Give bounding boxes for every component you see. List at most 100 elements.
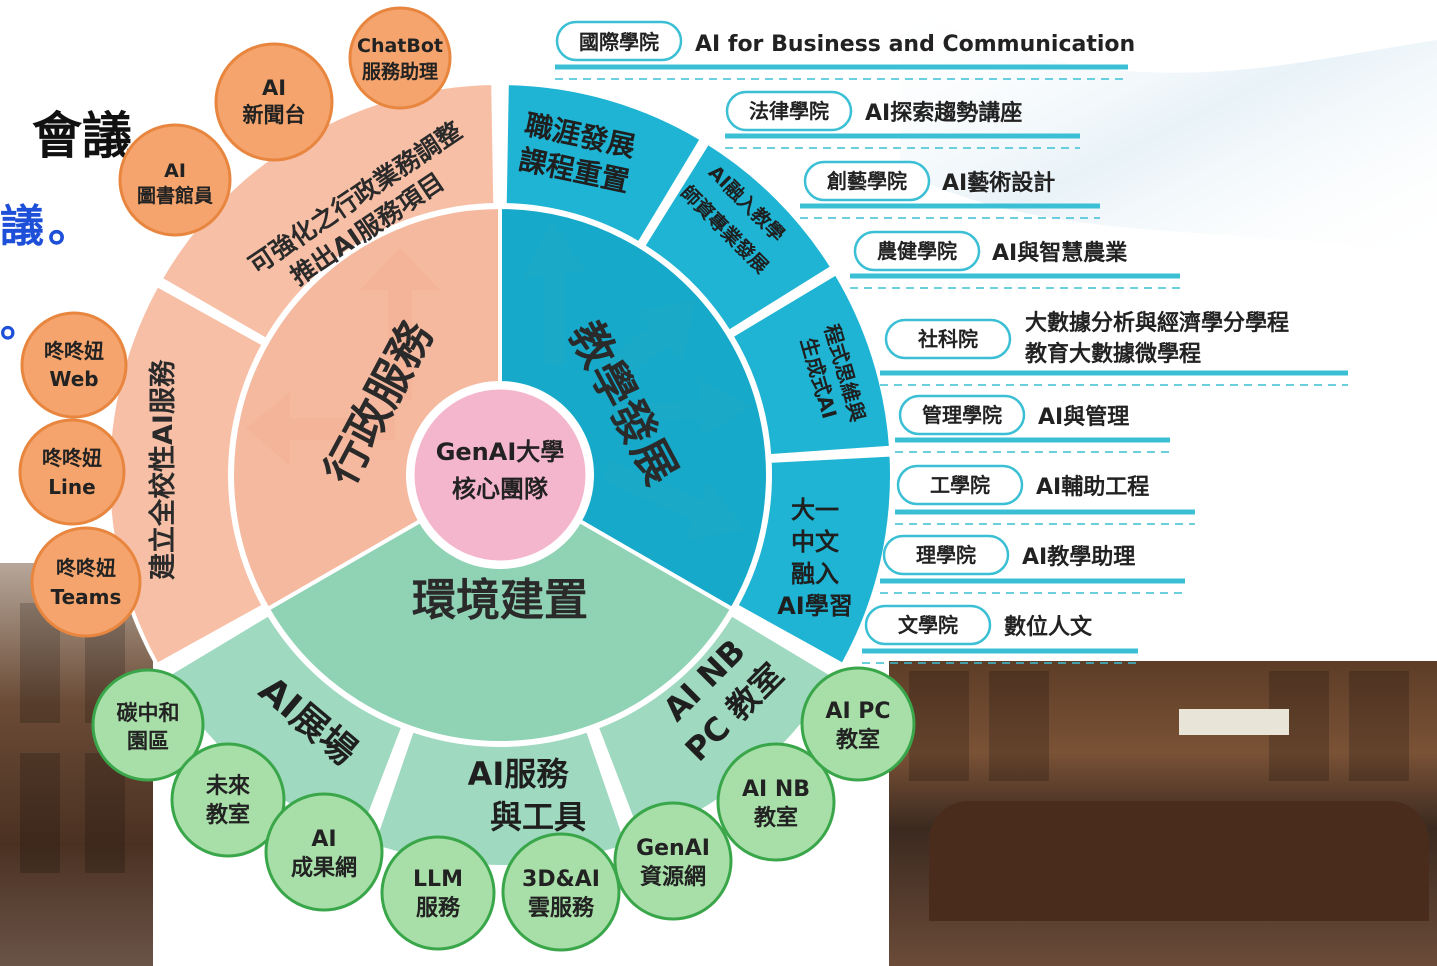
- bubble-shape: [30, 526, 142, 638]
- segment-env-2-line2: 與工具: [490, 798, 586, 836]
- arrow-teach-4: [602, 460, 745, 540]
- bubble-shape: [91, 668, 205, 782]
- college-name: 農健學院: [877, 239, 957, 263]
- arrow-admin-up: [360, 248, 440, 400]
- college-program: 大數據分析與經濟學分學程: [1025, 310, 1289, 336]
- college-pill: [803, 160, 931, 202]
- arrow-env-down: [462, 610, 538, 722]
- bubble-line1: 咚咚妞: [42, 446, 102, 470]
- arrows: [246, 222, 752, 722]
- college-program: AI教學助理: [1022, 544, 1135, 570]
- college-pill: [725, 90, 853, 132]
- college-pill: [884, 318, 1012, 360]
- college-name: 理學院: [916, 543, 976, 567]
- bubble-line2: 成果網: [291, 855, 357, 881]
- bubble-shape: [501, 832, 621, 952]
- college-name: 社科院: [917, 327, 978, 351]
- bubble-dongdong-line: 咚咚妞 Line: [18, 418, 126, 526]
- college-row: 社科院 大數據分析與經濟學分學程 教育大數據微學程: [880, 310, 1348, 386]
- bubble-line2: 雲服務: [528, 895, 595, 921]
- college-pill: [882, 534, 1010, 576]
- arrow-env-mid-right: [520, 640, 590, 712]
- bubble-3d-cloud: 3D&AI 雲服務: [501, 832, 621, 952]
- bubble-shape: [716, 742, 836, 862]
- bubble-shape: [214, 42, 334, 162]
- college-pill: [864, 604, 992, 646]
- green-bubbles: 碳中和 園區 未來 教室 AI 成果網 LLM 服務 3D&AI 雲服務 Gen…: [91, 666, 916, 952]
- college-row: 理學院 AI教學助理: [880, 534, 1185, 594]
- center-line2: 核心團隊: [452, 475, 549, 503]
- college-pill: [898, 394, 1026, 436]
- bubble-line1: AI PC: [825, 699, 890, 724]
- segment-env-2-line1: AI服務: [468, 755, 570, 793]
- college-name: 管理學院: [922, 403, 1002, 427]
- college-pill: [555, 20, 683, 62]
- bubble-shape: [170, 742, 286, 858]
- bubble-line2: 園區: [127, 729, 169, 753]
- college-row: 國際學院 AI for Business and Communication: [555, 20, 1135, 80]
- bubble-shape: [20, 311, 128, 419]
- bubble-line1: AI: [164, 160, 186, 182]
- college-row: 文學院 數位人文: [862, 604, 1138, 664]
- college-row: 工學院 AI輔助工程: [895, 464, 1195, 525]
- bubble-line1: 咚咚妞: [44, 339, 104, 363]
- bubble-shape: [380, 835, 496, 951]
- center-line1: GenAI大學: [436, 438, 565, 466]
- bubble-shape: [613, 801, 733, 921]
- bubble-ai-librarian: AI 圖書館員: [118, 123, 232, 237]
- college-program: AI輔助工程: [1036, 474, 1149, 500]
- orange-bubbles: ChatBot 服務助理 AI 新聞台 AI 圖書館員 咚咚妞 Web 咚咚妞 …: [18, 6, 452, 638]
- college-program: AI與智慧農業: [992, 240, 1128, 266]
- bubble-line2: 資源網: [640, 864, 706, 890]
- bubble-line2: Teams: [51, 585, 122, 609]
- segment-teach-4-line3: 融入: [791, 560, 839, 588]
- bubble-line2: 服務助理: [362, 60, 438, 83]
- segment-teach-4-line2: 中文: [791, 528, 840, 556]
- college-program: 數位人文: [1004, 614, 1093, 640]
- bubble-shape: [800, 666, 916, 782]
- bubble-ai-news: AI 新聞台: [214, 42, 334, 162]
- center-circle: [409, 384, 591, 566]
- college-row: 農健學院 AI與智慧農業: [850, 230, 1180, 289]
- sector-env-label: 環境建置: [412, 575, 588, 626]
- college-list: 國際學院 AI for Business and Communication 法…: [555, 20, 1348, 664]
- bubble-line2: 教室: [754, 805, 798, 831]
- bubble-line2: Line: [48, 475, 95, 499]
- college-name: 創藝學院: [826, 169, 907, 193]
- bubble-shape: [18, 418, 126, 526]
- bubble-line1: AI: [262, 76, 286, 100]
- arrow-teach-3: [615, 380, 752, 436]
- bubble-carbon-park: 碳中和 園區: [91, 668, 205, 782]
- bubble-ai-nb-classroom: AI NB 教室: [716, 742, 836, 862]
- college-program: AI for Business and Communication: [695, 32, 1135, 57]
- arrow-teach-2: [600, 300, 695, 385]
- bubble-line2: 新聞台: [243, 103, 306, 127]
- bubble-shape: [118, 123, 232, 237]
- bubble-dongdong-teams: 咚咚妞 Teams: [30, 526, 142, 638]
- arrow-env-right: [568, 570, 680, 652]
- meeting-photo-right: [889, 661, 1437, 966]
- college-pill: [896, 464, 1024, 506]
- bubble-line1: AI: [311, 827, 336, 852]
- bubble-line1: 碳中和: [117, 701, 180, 725]
- bubble-dongdong-web: 咚咚妞 Web: [20, 311, 128, 419]
- bubble-future-classroom: 未來 教室: [170, 742, 286, 858]
- sector-admin: [230, 204, 502, 612]
- college-name: 工學院: [930, 473, 990, 497]
- bubble-line1: ChatBot: [357, 35, 443, 57]
- wood-panel: [20, 753, 60, 873]
- bubble-line1: GenAI: [636, 836, 710, 861]
- college-program: AI藝術設計: [942, 170, 1055, 196]
- wall-scroll: [1179, 709, 1289, 735]
- arrow-env-left: [312, 565, 420, 642]
- college-program: AI與管理: [1038, 404, 1129, 430]
- bubble-line2: 教室: [206, 802, 250, 828]
- bubble-line2: 服務: [416, 895, 461, 921]
- bubble-line1: 3D&AI: [522, 867, 600, 892]
- college-row: 法律學院 AI探索趨勢講座: [725, 90, 1080, 149]
- arrow-admin-left: [246, 392, 395, 466]
- bubble-shape: [264, 792, 384, 912]
- bubble-ai-results: AI 成果網: [264, 792, 384, 912]
- segment-teach-4-line1: 大一: [791, 496, 839, 524]
